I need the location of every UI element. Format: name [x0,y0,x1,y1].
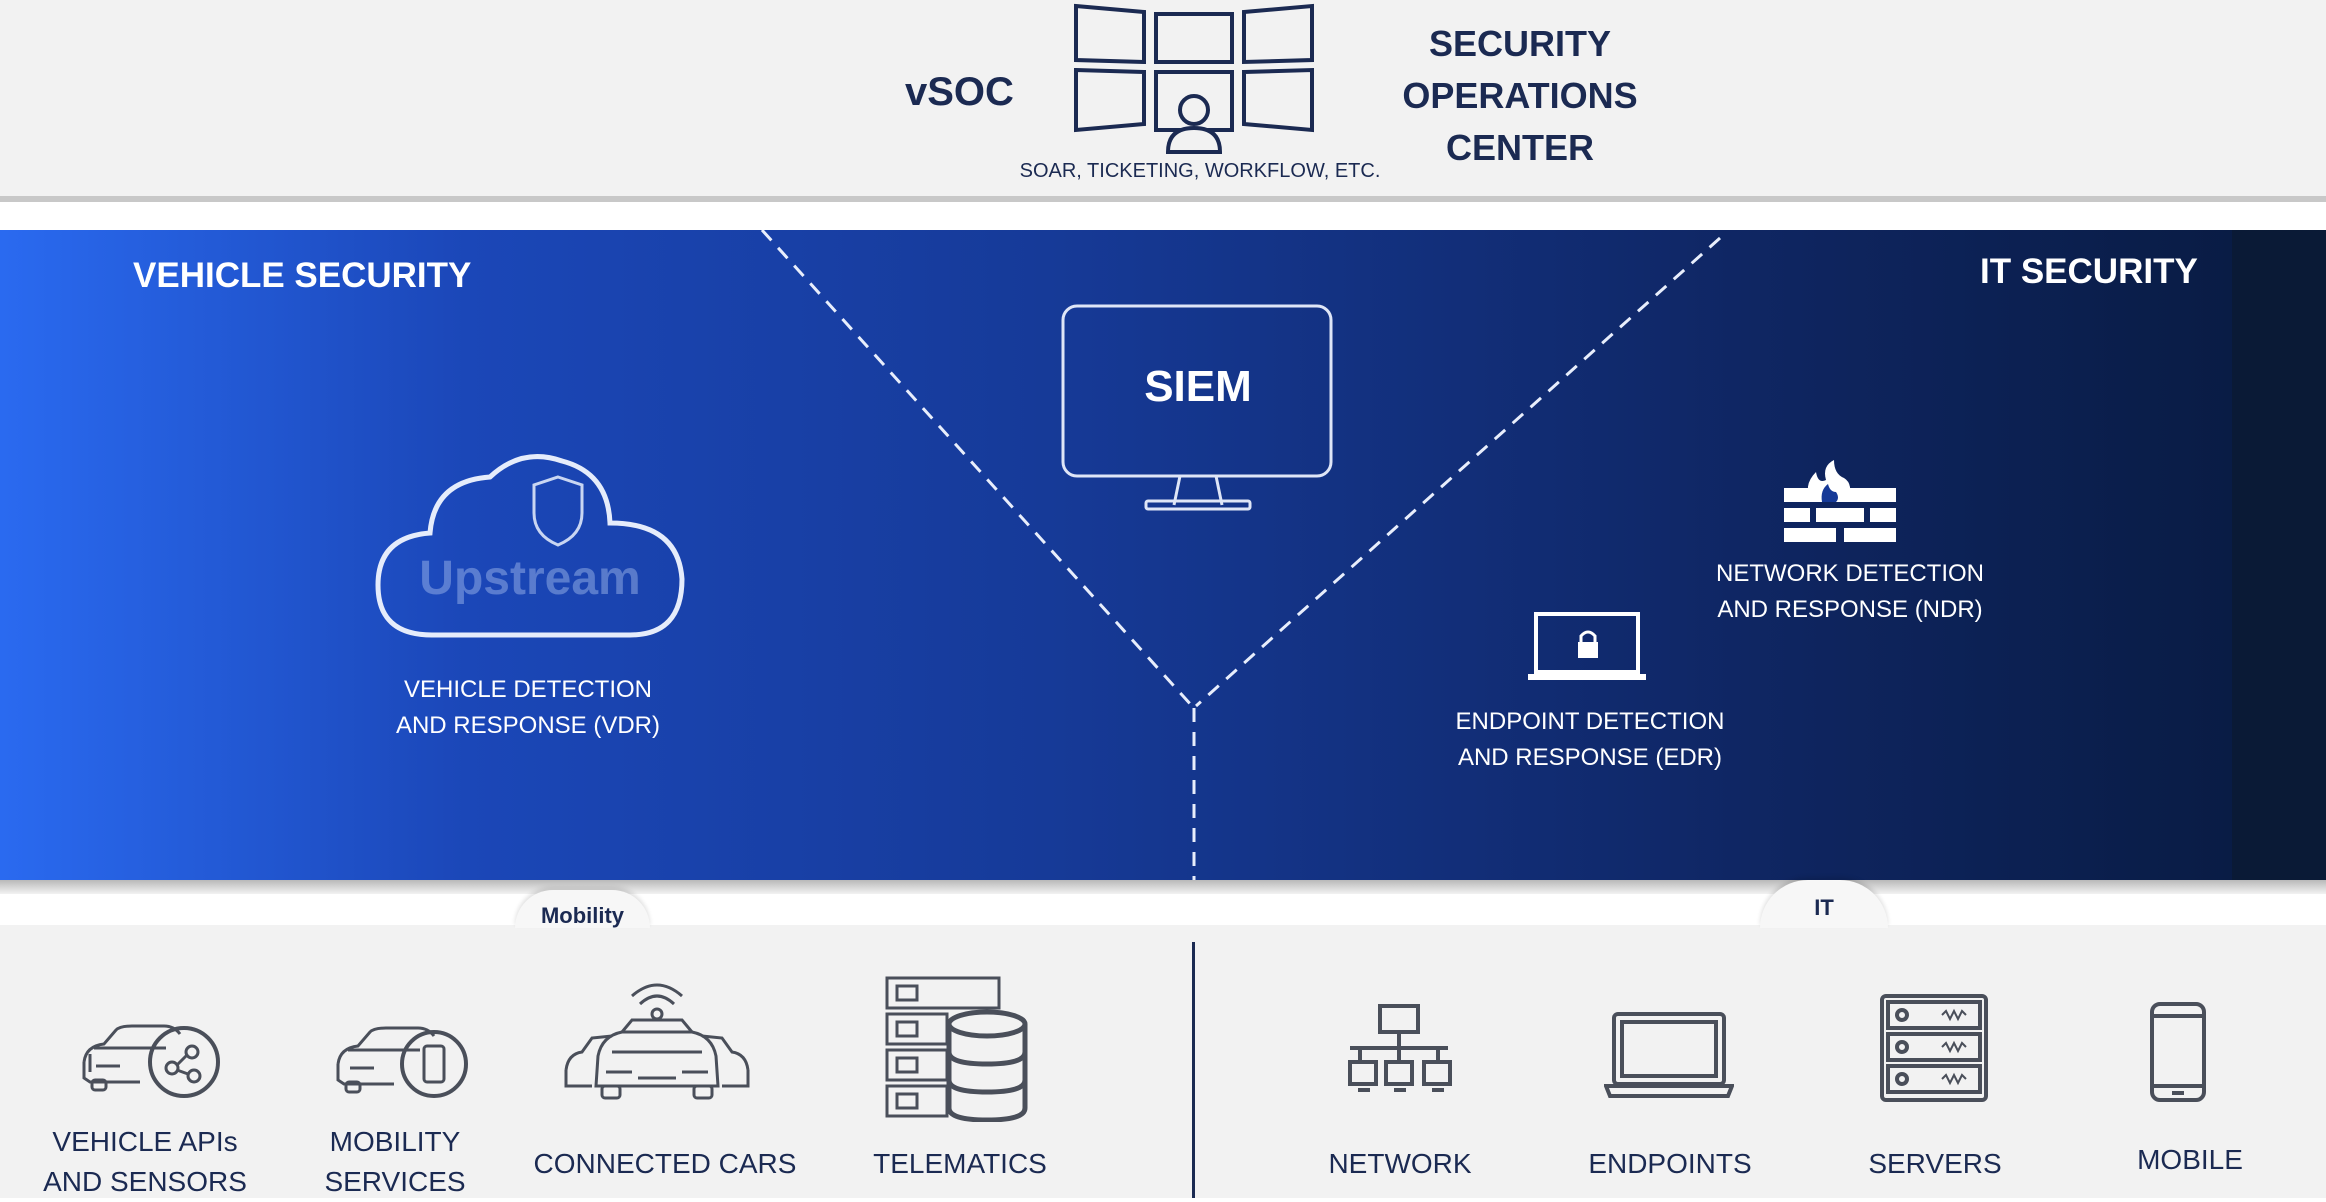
network-label: NETWORK [1328,1148,1472,1179]
it-tab: IT [1760,880,1888,928]
connected-cars-icon [564,983,750,1100]
cloud-shield-icon [375,454,685,638]
network-icon [1348,1004,1452,1092]
siem-label: SIEM [1144,362,1252,411]
laptop-icon [1604,1012,1734,1098]
section-divider [1192,942,1195,1198]
siem-monitor-icon [1061,304,1333,511]
vehicle-apis-label: VEHICLE APIs AND SENSORS [43,1126,247,1197]
connected-cars-label: CONNECTED CARS [533,1148,797,1179]
mobility-services-label: MOBILITY SERVICES [324,1126,466,1197]
mobility-tab: Mobility [515,890,650,928]
band-shadow [0,880,2326,894]
car-phone-icon [336,1026,468,1098]
telematics-label: TELEMATICS [873,1148,1047,1179]
laptop-lock-icon [1528,612,1646,680]
monitor-wall-operator-icon [1074,3,1314,154]
car-api-icon [82,1024,220,1098]
vehicle-security-title: VEHICLE SECURITY [133,256,472,295]
mobile-label: MOBILE [2137,1144,2243,1175]
convergence-lines [760,230,1721,880]
database-server-icon [885,976,1028,1122]
smartphone-icon [2150,1002,2206,1102]
cloud-brand-text: Upstream [419,552,641,605]
soc-title: SECURITY OPERATIONS CENTER [1402,23,1638,168]
ndr-label: NETWORK DETECTION AND RESPONSE (NDR) [1716,560,1984,623]
edr-label: ENDPOINT DETECTION AND RESPONSE (EDR) [1455,708,1725,771]
endpoints-label: ENDPOINTS [1588,1148,1752,1179]
vdr-label: VEHICLE DETECTION AND RESPONSE (VDR) [395,676,661,739]
it-security-title: IT SECURITY [1980,252,2198,291]
servers-label: SERVERS [1868,1148,2002,1179]
vsoc-label: vSOC [905,70,1014,114]
soc-header: vSOC SECURITY OPERATIONS CENTER SOAR, TI… [0,0,2326,202]
firewall-icon [1784,460,1896,542]
server-rack-icon [1880,994,1988,1102]
band-edge [2232,230,2326,880]
soc-subtitle: SOAR, TICKETING, WORKFLOW, ETC. [1019,160,1381,182]
